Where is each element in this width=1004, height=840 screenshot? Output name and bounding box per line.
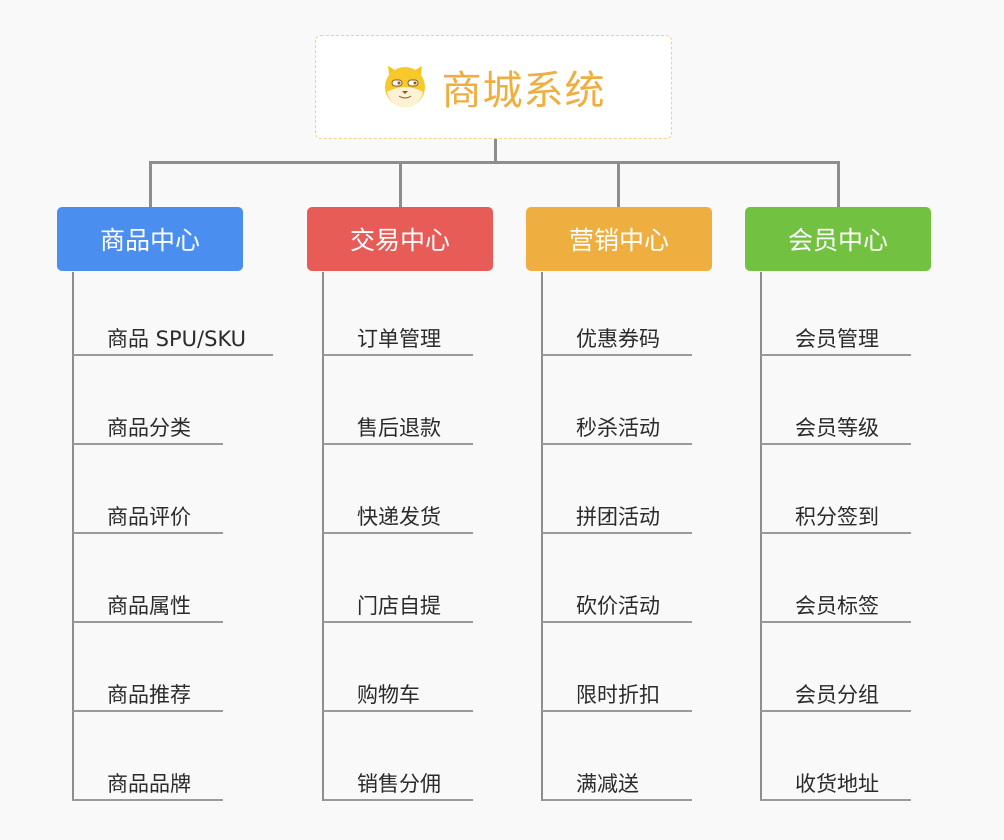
item-label: 商品推荐 [107,683,191,707]
branch-line [760,272,762,801]
item-label: 满减送 [576,772,639,796]
item-label: 商品品牌 [107,772,191,796]
connector [399,161,402,207]
item-underline [323,710,473,712]
item-underline [761,799,911,801]
item-underline [73,443,223,445]
branch-line [322,272,324,801]
item-underline [761,710,911,712]
item-label: 会员分组 [795,683,879,707]
connector [617,161,620,207]
root-title: 商城系统 [441,68,606,114]
item-label: 购物车 [357,683,420,707]
branch-line [72,272,74,801]
item-label: 订单管理 [357,327,441,351]
connector [149,161,152,207]
item-label: 商品分类 [107,416,191,440]
item-label: 商品评价 [107,505,191,529]
item-label: 砍价活动 [576,594,660,618]
item-underline [323,443,473,445]
root-node: 商城系统 [315,35,672,139]
item-underline [542,710,692,712]
item-underline [542,621,692,623]
item-underline [761,443,911,445]
item-label: 积分签到 [795,505,879,529]
item-label: 销售分佣 [357,772,441,796]
item-underline [542,532,692,534]
item-underline [761,354,911,356]
item-label: 会员管理 [795,327,879,351]
branch-line [541,272,543,801]
item-underline [73,799,223,801]
connector [494,139,497,163]
item-underline [73,710,223,712]
item-label: 商品属性 [107,594,191,618]
item-underline [323,532,473,534]
item-label: 会员等级 [795,416,879,440]
item-underline [542,799,692,801]
item-label: 秒杀活动 [576,416,660,440]
item-label: 优惠券码 [576,327,660,351]
item-label: 商品 SPU/SKU [107,327,247,351]
item-underline [323,799,473,801]
connector [150,161,840,164]
item-underline [323,621,473,623]
marketing-center-node: 营销中心 [526,207,712,271]
item-underline [73,532,223,534]
connector [837,161,840,207]
item-underline [542,354,692,356]
item-label: 快递发货 [357,505,441,529]
item-label: 会员标签 [795,594,879,618]
item-underline [761,621,911,623]
shiba-dog-mascot-icon [382,62,428,112]
item-label: 拼团活动 [576,505,660,529]
item-label: 限时折扣 [576,683,660,707]
item-underline [73,354,273,356]
member-center-node: 会员中心 [745,207,931,271]
goods-center-node: 商品中心 [57,207,243,271]
item-underline [323,354,473,356]
item-underline [542,443,692,445]
item-label: 售后退款 [357,416,441,440]
item-label: 收货地址 [795,772,879,796]
item-underline [73,621,223,623]
trade-center-node: 交易中心 [307,207,493,271]
item-underline [761,532,911,534]
item-label: 门店自提 [357,594,441,618]
